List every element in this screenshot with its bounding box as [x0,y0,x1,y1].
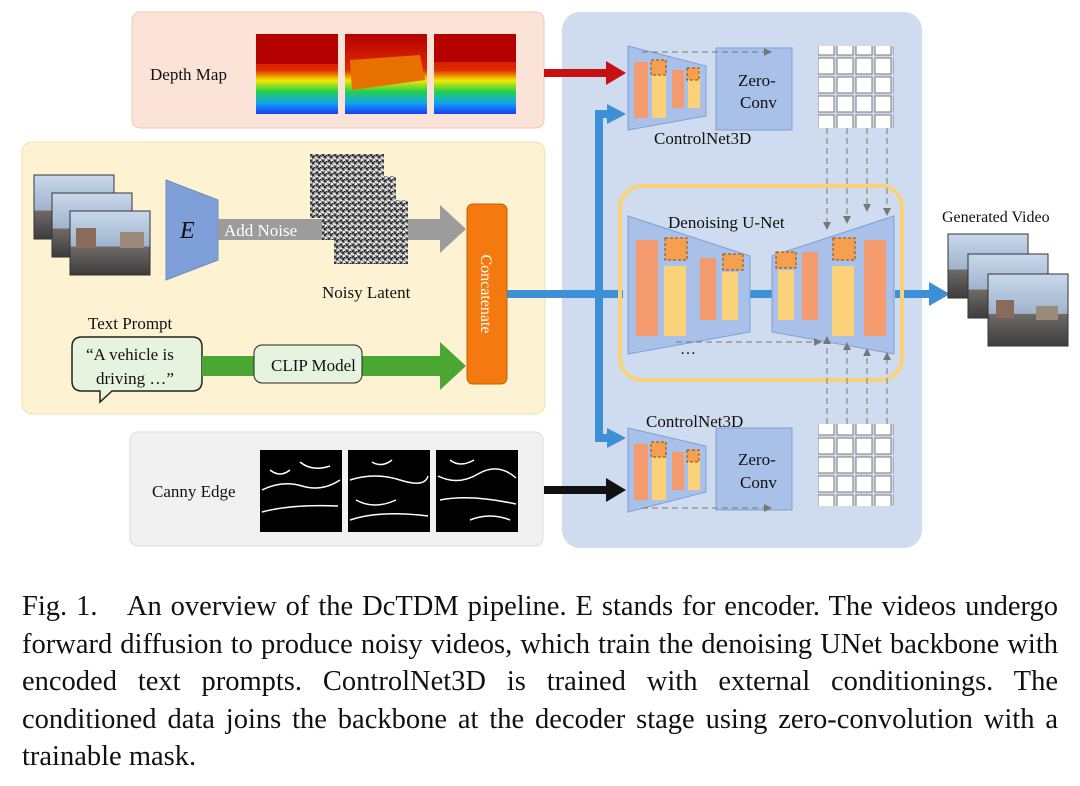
prompt-text-line2: driving …” [96,369,174,388]
noisy-latent-label: Noisy Latent [322,283,411,302]
clip-model-box [253,344,363,384]
canny-arrow [544,478,626,502]
caption-figure-label: Fig. 1. [22,591,98,622]
depth-map-label: Depth Map [150,65,227,84]
noisy-latent-frames [310,154,408,264]
unet-highlight [618,184,904,382]
controlnet-bottom [627,427,793,513]
concatenate-label: Concatenate [477,254,494,333]
controlnet-top [627,45,793,131]
clip-model-label: CLIP Model [271,356,356,375]
unet-label: Denoising U-Net [668,213,785,232]
text-prompt-label: Text Prompt [88,314,173,333]
encoder-label: E [179,218,195,244]
caption-text: An overview of the DcTDM pipeline. E sta… [22,591,1058,772]
unet-ellipsis: … [680,341,696,358]
controlnet-top-label: ControlNet3D [654,129,751,148]
unet-decoder-half [771,215,895,355]
depth-map-panel: Depth Map [131,11,545,129]
generated-video-label: Generated Video [942,209,1050,226]
canny-edge-panel: Canny Edge [129,431,544,547]
prompt-text-line1: “A vehicle is [86,345,174,364]
mask-arrows-bottom [823,336,891,424]
controlnet-bottom-label: ControlNet3D [646,412,743,431]
zero-conv-bottom-line2: Conv [740,473,777,492]
depth-map-frames [256,34,516,114]
zero-conv-top-line1: Zero- [738,71,776,90]
blue-flow-arrows [507,104,950,448]
depth-arrow [544,61,626,85]
mask-grid-top [818,46,894,128]
generated-video-frames [947,233,1069,347]
prompt-bubble [71,336,203,404]
figure-caption: Fig. 1. An overview of the DcTDM pipelin… [22,588,1058,776]
canny-edge-label: Canny Edge [152,482,236,501]
encoder-block [165,179,219,281]
pipeline-diagram: Depth Map E Add Noise Noisy Latent Text … [21,11,1069,548]
input-video-frames [33,174,151,276]
add-noise-label: Add Noise [224,221,297,240]
unet-encoder-half [627,215,751,355]
zero-conv-top-line2: Conv [740,93,777,112]
mask-arrows-top [823,128,891,230]
zero-conv-bottom-line1: Zero- [738,450,776,469]
mask-grid-bottom [818,424,894,506]
